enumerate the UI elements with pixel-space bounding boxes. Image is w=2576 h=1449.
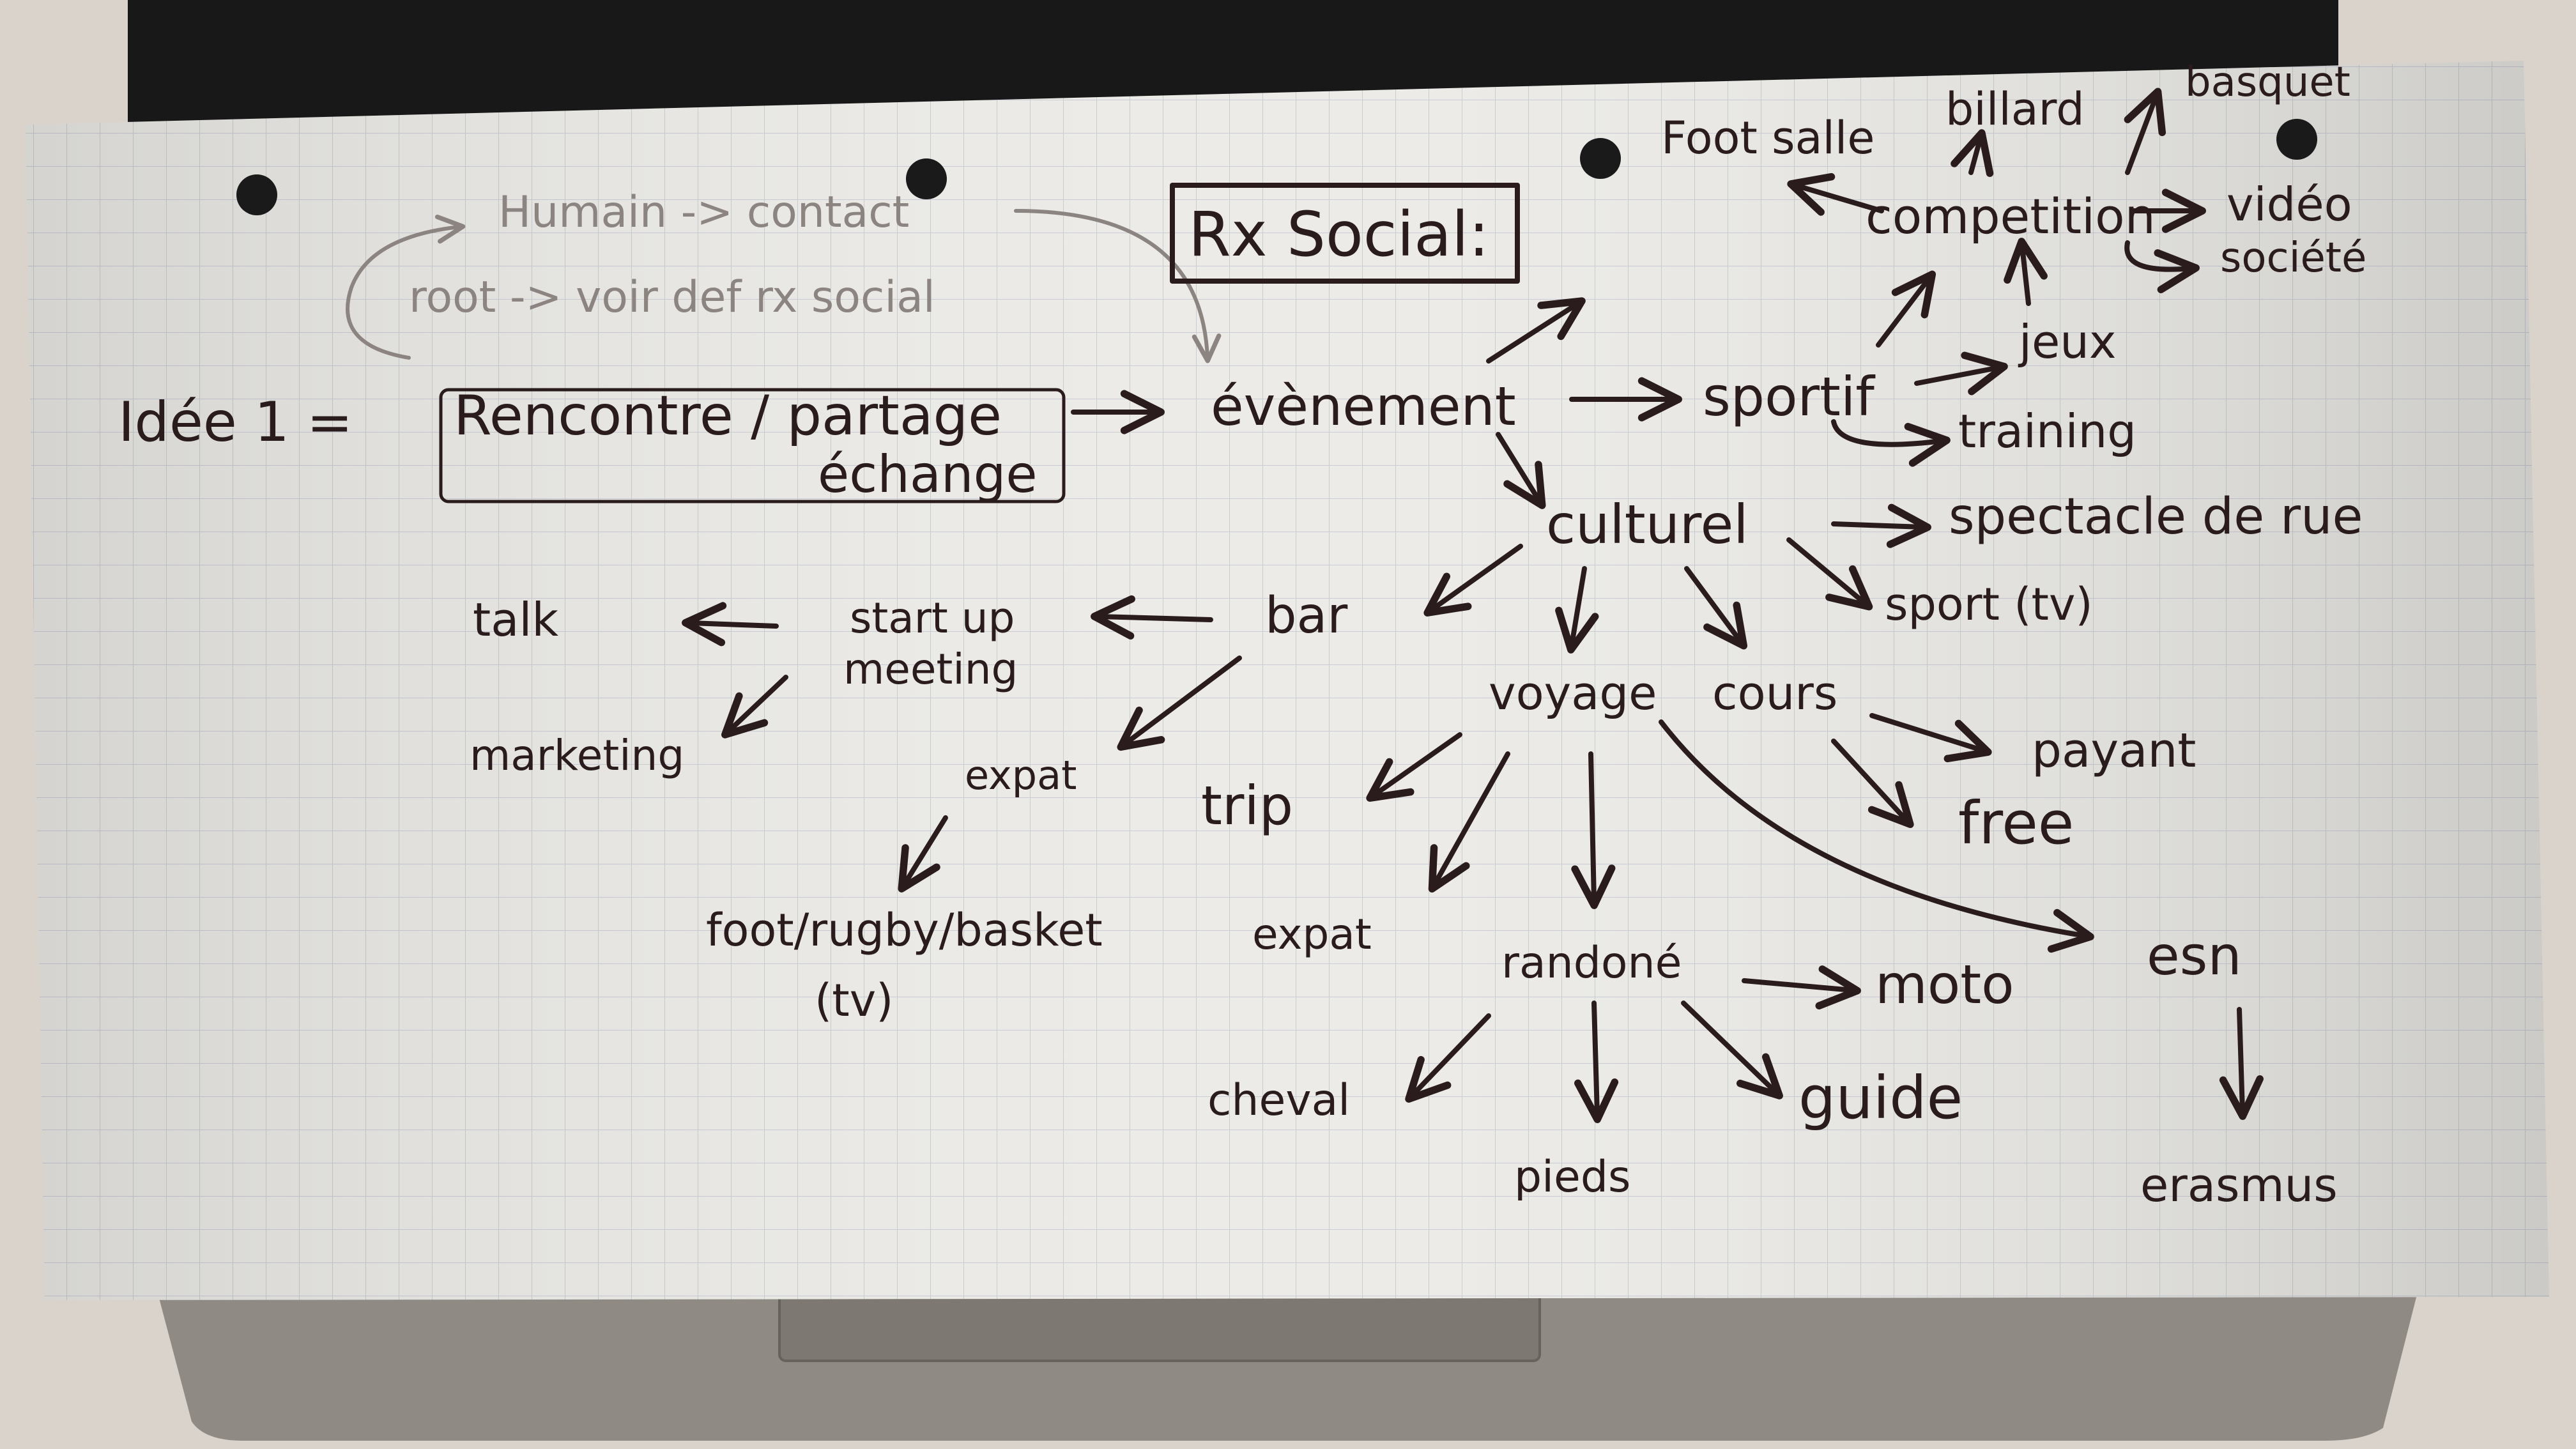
node-pieds: pieds	[1514, 1152, 1630, 1202]
node-competition: competition	[1866, 188, 2156, 245]
node-jeux: jeux	[2018, 315, 2117, 369]
main-box-label: Rencontre / partage	[454, 384, 1002, 448]
node-foot-rugby: foot/rugby/basket	[706, 904, 1103, 956]
node-erasmus: erasmus	[2140, 1158, 2338, 1212]
node-culturel: culturel	[1546, 493, 1749, 556]
node-societe: société	[2220, 234, 2366, 282]
arrow-sportif-jeux	[1914, 351, 2008, 395]
main-box-sub: échange	[818, 445, 1038, 504]
arrow-sportif-training	[1831, 419, 1951, 467]
rx-social-title: Rx Social:	[1170, 183, 1520, 284]
arrow-voyage-trip	[1366, 732, 1462, 802]
node-foot-salle: Foot salle	[1661, 112, 1874, 164]
arrow-randonee-cheval	[1405, 1013, 1491, 1103]
arrow-voyage-randonee	[1571, 751, 1616, 909]
node-randonee: randoné	[1501, 938, 1682, 988]
arrow-culturel-cours	[1684, 566, 1748, 650]
arrow-bar-startup	[1091, 595, 1213, 640]
faint-notes: Humain -> contact root -> voir def rx so…	[346, 187, 1222, 364]
punch-hole	[1580, 138, 1621, 179]
arrow-esn-erasmus	[2219, 1007, 2264, 1120]
arrow-expat-foot	[898, 815, 948, 893]
idea-prefix: Idée 1 =	[118, 390, 353, 454]
node-tv: (tv)	[815, 974, 894, 1027]
arrow-evenement-culturel	[1496, 432, 1546, 509]
arrow-randonee-guide	[1681, 1000, 1783, 1100]
faint-arrow-to-rx	[1014, 209, 1222, 364]
arrow-voyage-expat	[1428, 751, 1510, 893]
arrow-startup-marketing	[721, 675, 788, 739]
arrow-cours-free	[1831, 739, 1914, 829]
arrow-competition-societe	[2124, 240, 2200, 293]
faint-line-human: Humain -> contact	[498, 187, 909, 238]
arrow-up-to-competition	[2004, 238, 2048, 306]
node-voyage: voyage	[1489, 666, 1657, 720]
node-bar: bar	[1265, 587, 1348, 645]
laptop	[128, 0, 2428, 1441]
arrow-competition-basquet	[2124, 88, 2166, 175]
node-cheval: cheval	[1208, 1075, 1350, 1126]
node-spectacle: spectacle de rue	[1949, 488, 2363, 546]
punch-hole	[906, 158, 947, 199]
title-text: Rx Social:	[1188, 199, 1489, 270]
node-sportif: sportif	[1703, 365, 1876, 428]
arrow-culturel-bar	[1423, 544, 1523, 617]
node-basquet: basquet	[2185, 59, 2350, 106]
mindmap-nodes: évènement sportif culturel competition F…	[470, 59, 2366, 1212]
arrow-culturel-voyage	[1555, 566, 1599, 654]
node-expat-bar: expat	[965, 752, 1077, 799]
mindmap-arrows	[682, 88, 2264, 1123]
main-box	[439, 388, 1066, 503]
arrow-cours-payant	[1869, 713, 1992, 763]
node-meeting: meeting	[843, 645, 1018, 694]
arrow-voyage-esn	[1659, 719, 2094, 953]
arrow-competition-footsalle	[1787, 172, 1884, 216]
arrow-culturel-sporttv	[1786, 537, 1873, 611]
node-trip: trip	[1201, 774, 1293, 837]
node-free: free	[1958, 789, 2074, 857]
node-billard: billard	[1945, 83, 2085, 135]
arrow-sportif-competition	[1876, 270, 1936, 348]
node-talk: talk	[473, 593, 558, 647]
node-sport-tv: sport (tv)	[1885, 578, 2093, 631]
grid-paper	[26, 61, 2549, 1300]
node-guide: guide	[1798, 1064, 1963, 1132]
node-training: training	[1958, 404, 2136, 458]
punch-hole	[2276, 119, 2317, 160]
title-box	[1170, 183, 1520, 284]
node-esn: esn	[2147, 924, 2242, 987]
arrow-startup-talk	[682, 602, 779, 647]
node-expat-voyage: expat	[1252, 910, 1372, 959]
faint-loop-arrow	[346, 214, 466, 360]
arrow-bar-expat	[1117, 656, 1242, 751]
arrow-competition-billard	[1951, 129, 1994, 177]
faint-line-root: root -> voir def rx social	[409, 272, 935, 323]
arrow-culturel-spectacle	[1831, 503, 1931, 548]
node-start-up: start up	[850, 594, 1015, 643]
node-evenement: évènement	[1211, 375, 1516, 438]
arrow-randonee-moto	[1742, 965, 1861, 1010]
arrow-evenement-up	[1486, 297, 1586, 364]
node-video: vidéo	[2227, 178, 2352, 231]
node-marketing: marketing	[470, 731, 684, 780]
node-moto: moto	[1875, 953, 2014, 1016]
arrow-randonee-pieds	[1574, 1000, 1619, 1123]
node-payant: payant	[2032, 723, 2196, 778]
punch-hole	[236, 174, 277, 215]
node-cours: cours	[1712, 666, 1837, 720]
